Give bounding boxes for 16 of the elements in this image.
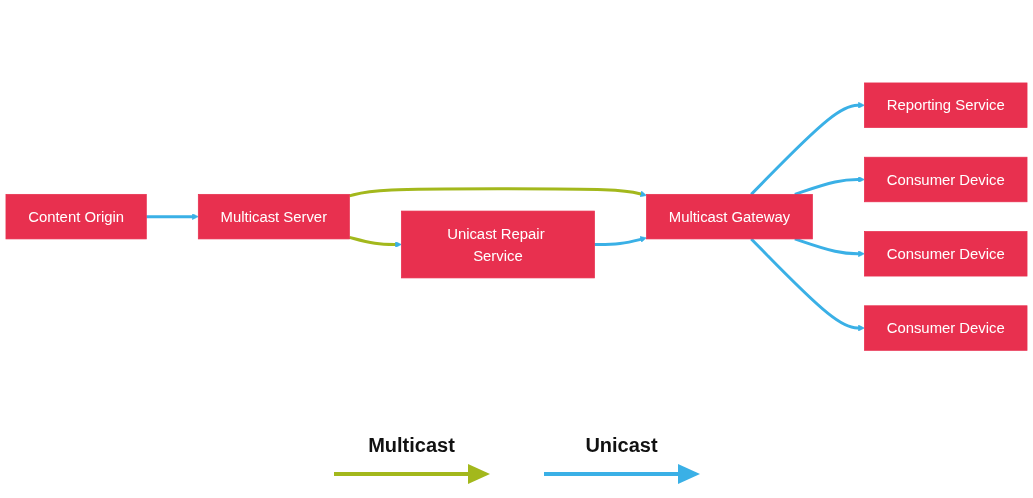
arrow (146, 213, 199, 221)
node-box: Reporting Service (864, 82, 1028, 129)
arrow (348, 236, 402, 249)
arrow (348, 187, 647, 198)
node-box: Unicast Repair Service (401, 211, 595, 279)
node-box: Multicast Server (197, 194, 350, 240)
arrow (750, 102, 865, 196)
node-box: Consumer Device (864, 157, 1028, 203)
legend-label: Unicast (585, 434, 658, 457)
node-box: Content Origin (5, 194, 147, 240)
node-box: Multicast Gateway (646, 194, 813, 240)
legend-label: Multicast (368, 434, 455, 457)
arrow (750, 238, 865, 332)
node-box: Consumer Device (864, 231, 1028, 277)
arrow (594, 236, 647, 247)
node-box: Consumer Device (864, 305, 1028, 352)
